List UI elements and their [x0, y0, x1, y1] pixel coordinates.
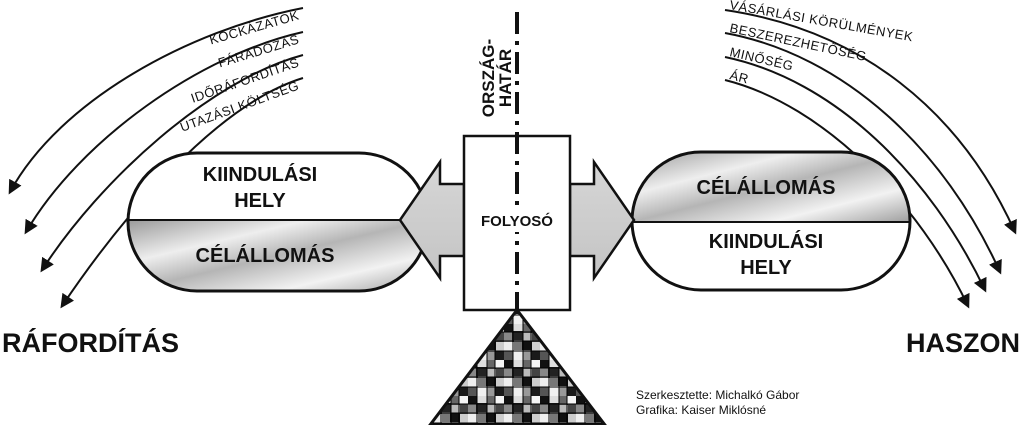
- right-curve-3: [724, 56, 987, 293]
- border-label-line1: ORSZÁG-: [479, 39, 498, 117]
- left-capsule: KIINDULÁSI HELY CÉLÁLLOMÁS: [126, 151, 430, 293]
- right-capsule-top: CÉLÁLLOMÁS: [697, 176, 836, 199]
- left-capsule-shaded-half: [128, 220, 428, 291]
- right-curve-2: [724, 32, 1002, 275]
- left-capsule-bottom: CÉLÁLLOMÁS: [196, 244, 335, 267]
- corridor-label-bg: [470, 208, 564, 232]
- border-label-line2: HATÁR: [496, 49, 515, 107]
- mosaic-triangle: [428, 307, 607, 425]
- right-capsule-bottom-line2: HELY: [740, 257, 792, 279]
- right-capsule-bottom-line1: KIINDULÁSI: [709, 230, 823, 253]
- left-capsule-top-line2: HELY: [234, 190, 286, 212]
- benefit-label: HASZON: [906, 328, 1020, 358]
- left-capsule-top-line1: KIINDULÁSI: [203, 163, 317, 186]
- right-capsule: CÉLÁLLOMÁS KIINDULÁSI HELY: [630, 150, 912, 292]
- border-label-group: ORSZÁG- HATÁR: [479, 39, 515, 117]
- credit-graphics: Grafika: Kaiser Miklósné: [636, 403, 766, 417]
- right-flow-arrow: [568, 157, 636, 283]
- left-curve-3: [40, 54, 304, 273]
- left-curve-1: [8, 7, 304, 195]
- right-curve-1: [724, 9, 1017, 235]
- corridor-label: FOLYOSÓ: [481, 212, 553, 230]
- credit-editor: Szerkesztette: Michalkó Gábor: [636, 388, 799, 402]
- cost-label: RÁFORDÍTÁS: [2, 327, 179, 358]
- left-flow-arrow: [398, 157, 466, 283]
- right-capsule-shaded-half: [632, 152, 910, 222]
- left-curve-2: [24, 31, 304, 235]
- right-factor-label: ÁR: [728, 67, 750, 86]
- left-factor-labels: KOCKÁZATOK FÁRADOZÁS IDŐRÁFORDÍTÁS UTAZÁ…: [178, 7, 301, 134]
